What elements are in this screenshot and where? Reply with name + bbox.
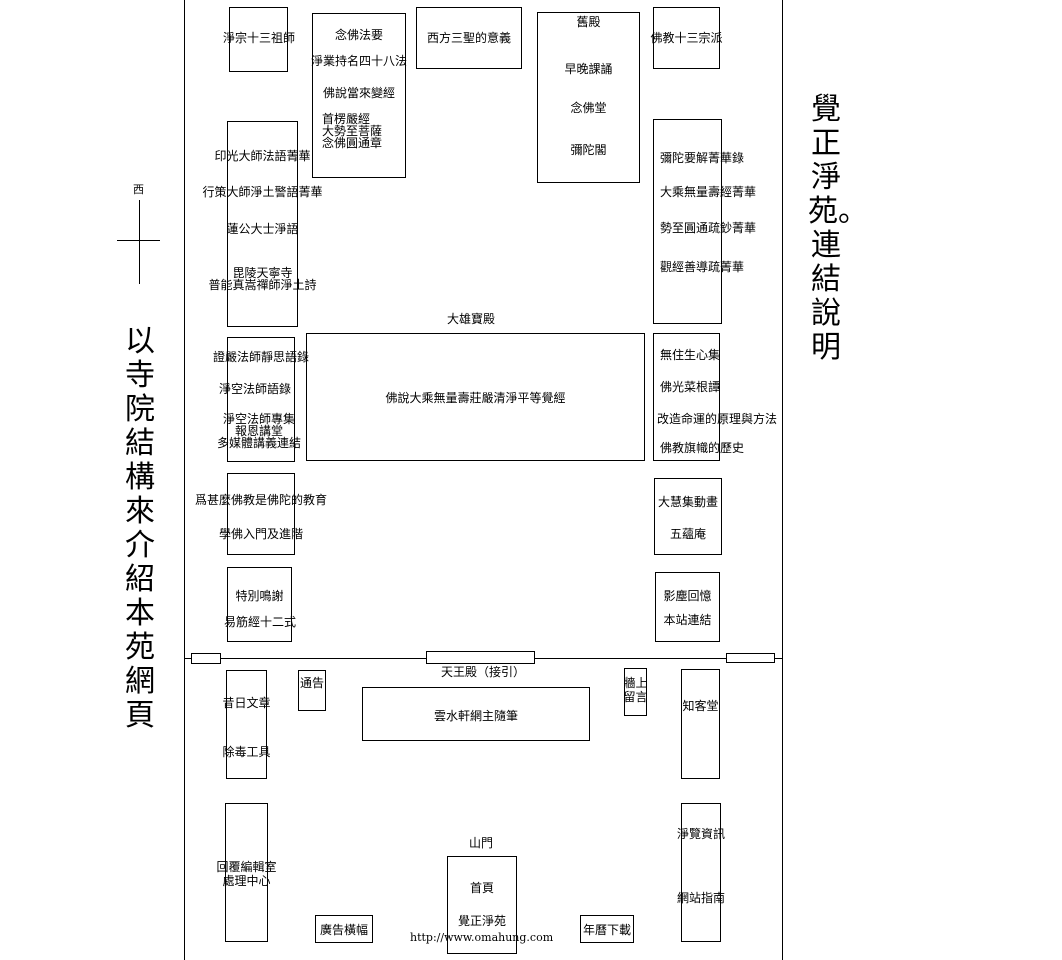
jingye-48fa-link[interactable]: 淨業持名四十八法 [310, 54, 407, 68]
temple-left-wall [184, 0, 185, 960]
yinguang-link[interactable]: 印光大師法語菁華 [214, 149, 311, 163]
nianfo-fayao-link[interactable]: 念佛法要 [334, 28, 383, 42]
dang-lai-bian-jing-link[interactable]: 佛說當來變經 [322, 86, 395, 100]
fojiao-qizhi-link[interactable]: 佛教旗幟的歷史 [659, 441, 744, 455]
jiudian-title: 舊殿 [576, 15, 601, 29]
right-gate-bar [726, 653, 775, 663]
weishenme-fojiao-link[interactable]: 爲甚麼佛教是佛陀的教育 [194, 493, 327, 507]
guanggao-box [315, 915, 373, 943]
xueshui-box [362, 687, 590, 741]
compass-horizontal-line [117, 240, 160, 241]
fojiao-13-zongpai-link[interactable]: 佛教十三宗派 [650, 31, 723, 45]
right-col1-box [653, 119, 722, 324]
mituo-yaojie-link[interactable]: 彌陀要解菁華錄 [659, 151, 744, 165]
temple-right-wall [782, 0, 783, 960]
xiri-wenzhang-link[interactable]: 昔日文章 [222, 696, 271, 710]
left-gate-bar [191, 653, 221, 664]
guanggao-hengfu-link[interactable]: 廣告橫幅 [319, 923, 368, 937]
yingchen-huiyi-link[interactable]: 影塵回憶 [663, 589, 712, 603]
puneng-link[interactable]: 普能真嵩禪師淨土詩 [208, 278, 317, 292]
tebie-mingxie-link[interactable]: 特別鳴謝 [235, 589, 284, 603]
left-col3-box [227, 473, 295, 555]
main-hall-box [306, 333, 645, 461]
home-link[interactable]: 首頁 [469, 881, 494, 895]
right-vertical-title: 覺正淨苑。連結說明 [808, 92, 868, 365]
xifang-box [416, 7, 522, 69]
chuli-zhongxin-link[interactable]: 處理中心 [222, 874, 271, 888]
nianfo-yuantong-link[interactable]: 念佛圓通章 [322, 136, 383, 150]
liangong-link[interactable]: 蓮公大士淨語 [226, 222, 299, 236]
huifu-box [225, 803, 268, 942]
shizhi-yuantong-link[interactable]: 勢至圓通疏鈔菁華 [659, 221, 756, 235]
left-vertical-title: 以寺院結構來介紹本苑網頁 [125, 324, 155, 733]
nianfo-tang-link[interactable]: 念佛堂 [570, 101, 607, 115]
tonggao-link[interactable]: 通告 [299, 676, 324, 690]
foguang-caigen-link[interactable]: 佛光菜根譚 [659, 380, 720, 394]
right-col2-box [653, 333, 720, 461]
gaizao-mingyun-link[interactable]: 改造命運的原理與方法 [657, 412, 778, 426]
wuyun-an-link[interactable]: 五蘊庵 [669, 527, 706, 541]
dacheng-wuliangshou-link[interactable]: 大乘無量壽經菁華 [659, 185, 756, 199]
nianfo-box [312, 13, 406, 178]
tianwang-dian-label: 天王殿（接引） [440, 665, 525, 679]
xiri-box [226, 670, 267, 779]
guanjing-shandao-link[interactable]: 觀經善導疏菁華 [659, 260, 744, 274]
shoulengyan-link[interactable]: 首楞嚴經 [322, 112, 371, 126]
jingkong-yulu-link[interactable]: 淨空法師語錄 [218, 382, 291, 396]
baoen-jiangtang-link[interactable]: 報恩講堂 [234, 424, 283, 438]
chudu-gongju-link[interactable]: 除毒工具 [222, 745, 271, 759]
zhengyan-jingsi-link[interactable]: 證嚴法師靜思語錄 [212, 350, 309, 364]
left-col4-box [227, 567, 292, 642]
jinglan-zixun-link[interactable]: 淨覽資訊 [676, 827, 725, 841]
wuzhu-shengxin-link[interactable]: 無住生心集 [659, 348, 720, 362]
duomeiti-jiangyi-link[interactable]: 多媒體講義連結 [216, 436, 301, 450]
right-col4-box [655, 572, 720, 642]
left-col2-box [227, 337, 295, 462]
shanmen-label: 山門 [468, 836, 493, 850]
wangzhan-zhinan-link[interactable]: 網站指南 [676, 891, 725, 905]
liuyan-link[interactable]: 留言 [623, 690, 648, 704]
left-col1-box [227, 121, 298, 327]
jinglan-box [681, 803, 721, 942]
xuefo-rumen-link[interactable]: 學佛入門及進階 [218, 527, 303, 541]
zhike-box [681, 669, 720, 779]
jingzong-link[interactable]: 淨宗十三祖師 [222, 31, 295, 45]
qiangshang-link[interactable]: 牆上 [623, 676, 648, 690]
fojiao13-box [653, 7, 720, 69]
qiangshang-box [624, 668, 647, 716]
piling-link[interactable]: 毘陵天寧寺 [232, 266, 293, 280]
tonggao-box [298, 670, 326, 711]
xingce-link[interactable]: 行策大師淨土警語菁華 [202, 185, 323, 199]
dahui-donghua-link[interactable]: 大慧集動畫 [657, 495, 718, 509]
benzhan-lianjie-link[interactable]: 本站連結 [663, 613, 712, 627]
daxiong-baodian-label: 大雄寶殿 [446, 312, 495, 326]
wuliangshou-jing-link[interactable]: 佛說大乘無量壽莊嚴清淨平等覺經 [385, 391, 566, 405]
mituo-ge-link[interactable]: 彌陀閣 [570, 143, 607, 157]
right-col3-box [654, 478, 722, 555]
yijinjing-link[interactable]: 易筋經十二式 [223, 615, 296, 629]
center-gate-bar [426, 651, 535, 664]
nianli-box [580, 915, 634, 943]
jingzong-box [229, 7, 288, 72]
jiudian-box [537, 12, 640, 183]
xifang-sansheng-link[interactable]: 西方三聖的意義 [426, 31, 511, 45]
juezheng-jingyuan-link[interactable]: 覺正淨苑 [457, 914, 506, 928]
compass-vertical-line [139, 200, 140, 284]
compass-west-label: 西 [133, 183, 144, 196]
nianli-xiazai-link[interactable]: 年曆下載 [582, 923, 631, 937]
site-url: http://www.omahung.com [410, 931, 554, 944]
zhike-tang-link[interactable]: 知客堂 [682, 699, 719, 713]
zaowan-kesong-link[interactable]: 早晚課誦 [564, 62, 613, 76]
huifu-bianji-link[interactable]: 回覆編輯室 [216, 860, 277, 874]
home-box [447, 856, 517, 954]
dashizhi-link[interactable]: 大勢至菩薩 [322, 124, 383, 138]
jingkong-zhuanji-link[interactable]: 淨空法師專集 [222, 412, 295, 426]
xueshui-suibi-link[interactable]: 雲水軒網主隨筆 [433, 709, 518, 723]
